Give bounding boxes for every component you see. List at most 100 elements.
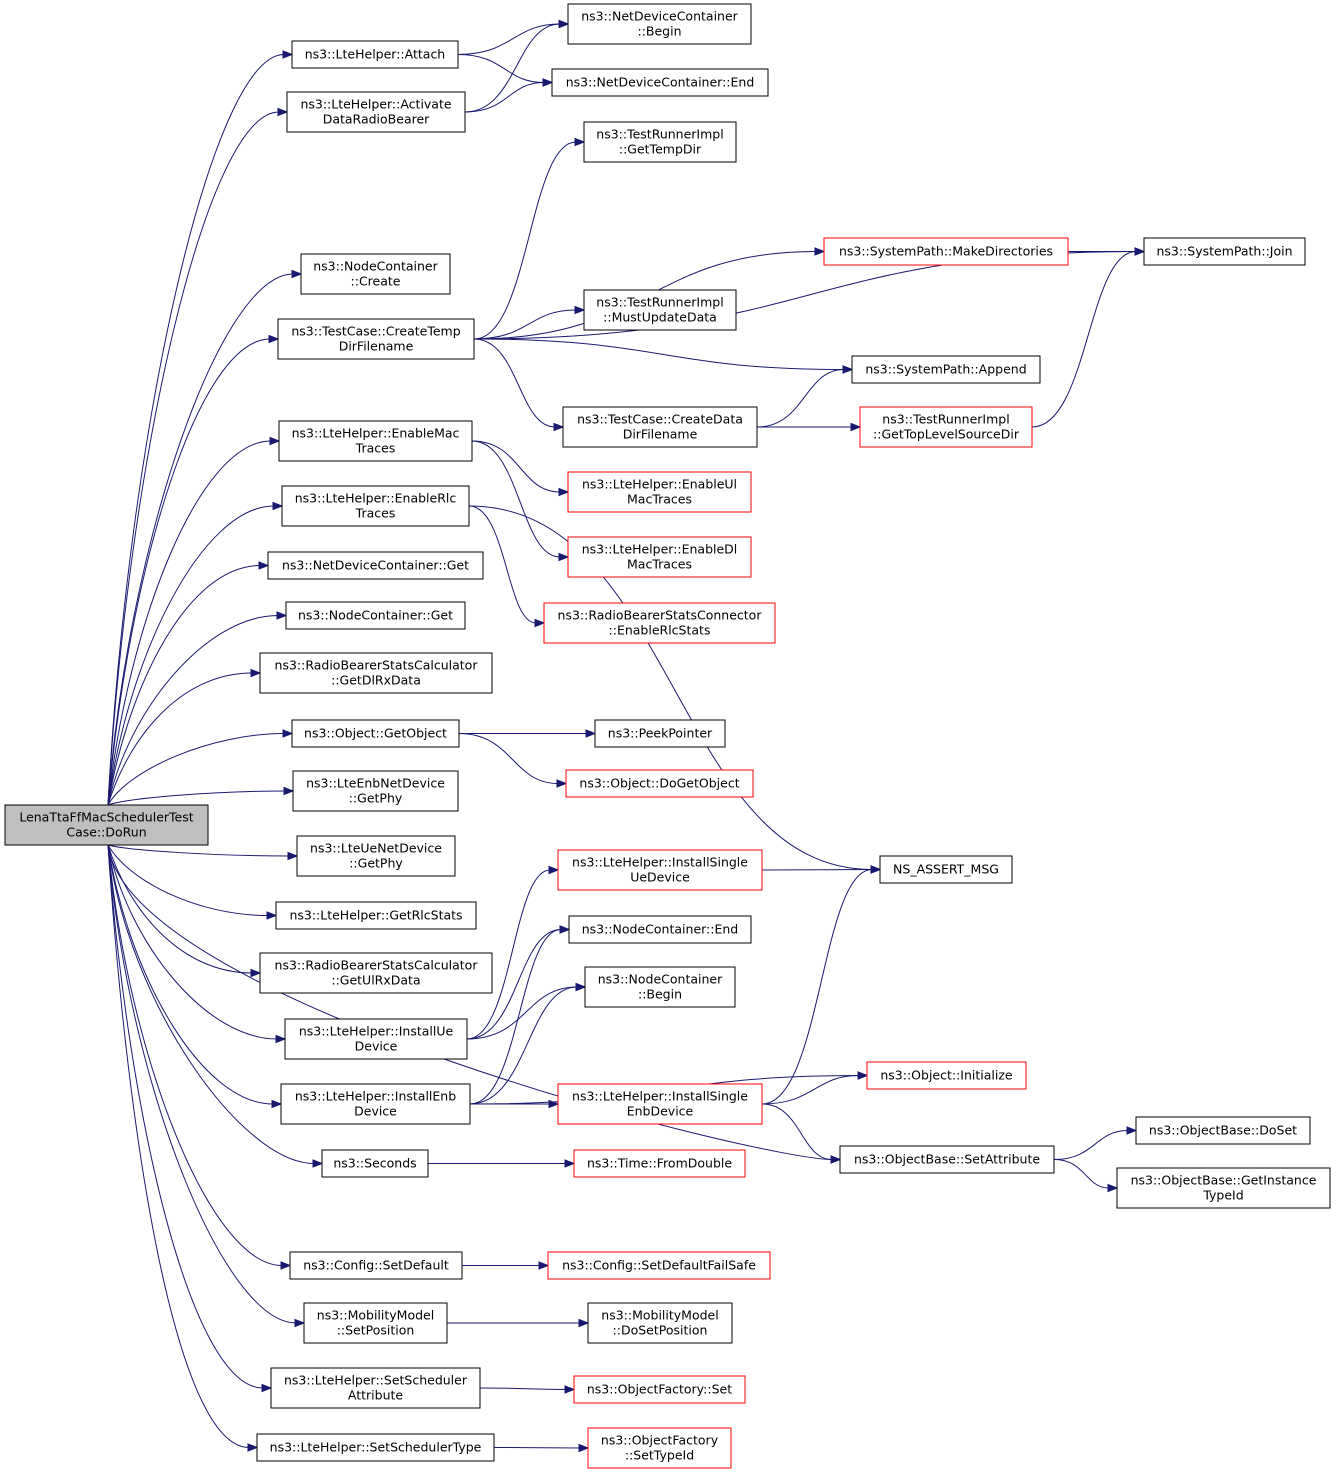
arrowhead (282, 50, 294, 59)
arrowhead (585, 729, 597, 738)
edge-dorun-to-attach (107, 54, 285, 806)
node-mm-setpos[interactable]: ns3::MobilityModel::SetPosition (303, 1302, 448, 1344)
node-label: ns3::LteHelper::InstallEnb (295, 1089, 456, 1104)
node-cfg-failsafe[interactable]: ns3::Config::SetDefaultFailSafe (547, 1251, 771, 1280)
node-of-settypeid[interactable]: ns3::ObjectFactory::SetTypeId (587, 1427, 732, 1469)
edge-dorun-to-cfg-setdefault (107, 844, 283, 1266)
node-tri-gettempdir[interactable]: ns3::TestRunnerImpl::GetTempDir (583, 121, 737, 163)
node-label: DirFilename (339, 339, 414, 354)
node-nc-create[interactable]: ns3::NodeContainer::Create (300, 253, 451, 295)
node-label: Device (354, 1104, 397, 1119)
node-sp-append[interactable]: ns3::SystemPath::Append (851, 355, 1041, 384)
node-label: ns3::TestCase::CreateTemp (291, 324, 460, 339)
node-time-fromdouble[interactable]: ns3::Time::FromDouble (573, 1149, 746, 1178)
node-label: MacTraces (627, 492, 692, 507)
node-box (587, 1427, 732, 1469)
node-ndc-get[interactable]: ns3::NetDeviceContainer::Get (267, 551, 484, 580)
node-ndc-end[interactable]: ns3::NetDeviceContainer::End (551, 68, 769, 97)
node-tri-gettop[interactable]: ns3::TestRunnerImpl::GetTopLevelSourceDi… (859, 406, 1033, 448)
node-box (4, 804, 209, 846)
node-cfg-setdefault[interactable]: ns3::Config::SetDefault (289, 1251, 463, 1280)
arrowhead (553, 422, 565, 432)
node-box (839, 1145, 1055, 1174)
node-label: ns3::NetDeviceContainer::End (566, 75, 755, 90)
node-dogetobject[interactable]: ns3::Object::DoGetObject (565, 769, 754, 798)
node-label: ns3::LteHelper::SetSchedulerType (270, 1440, 482, 1455)
node-box (1116, 1167, 1331, 1209)
node-box (587, 1302, 733, 1344)
edge-dorun-to-activate (107, 111, 280, 806)
node-set-sched-type[interactable]: ns3::LteHelper::SetSchedulerType (256, 1433, 495, 1462)
node-getobject[interactable]: ns3::Object::GetObject (291, 719, 460, 748)
edge-activate-to-ndc-begin (464, 23, 561, 113)
node-mm-dosetpos[interactable]: ns3::MobilityModel::DoSetPosition (587, 1302, 733, 1344)
arrowhead (558, 487, 570, 497)
edge-en-mac-to-en-ul-mac (471, 440, 561, 493)
node-label: TypeId (1202, 1188, 1243, 1203)
node-box (567, 471, 752, 513)
node-tri-mustupdate[interactable]: ns3::TestRunnerImpl::MustUpdateData (583, 289, 737, 331)
node-label: ns3::LteEnbNetDevice (306, 776, 445, 791)
node-ns-assert[interactable]: NS_ASSERT_MSG (879, 855, 1013, 884)
node-label: ::SetPosition (337, 1323, 415, 1338)
arrowhead (250, 968, 262, 978)
node-box (1143, 237, 1306, 266)
node-box (303, 1302, 448, 1344)
node-label: ns3::TestRunnerImpl (596, 127, 723, 142)
node-label: EnbDevice (627, 1104, 694, 1119)
node-seconds[interactable]: ns3::Seconds (321, 1149, 429, 1178)
node-rbsc-dl[interactable]: ns3::RadioBearerStatsCalculator::GetDlRx… (259, 652, 493, 694)
node-ue-getphy[interactable]: ns3::LteUeNetDevice::GetPhy (296, 835, 456, 877)
arrowhead (282, 729, 294, 738)
node-obj-init[interactable]: ns3::Object::Initialize (866, 1061, 1027, 1090)
arrowhead (842, 365, 854, 374)
node-nc-end[interactable]: ns3::NodeContainer::End (568, 915, 752, 944)
node-of-set[interactable]: ns3::ObjectFactory::Set (573, 1375, 746, 1404)
node-label: NS_ASSERT_MSG (893, 862, 999, 877)
node-ob-doset[interactable]: ns3::ObjectBase::DoSet (1135, 1116, 1311, 1145)
node-rbsconn[interactable]: ns3::RadioBearerStatsConnector::EnableRl… (543, 602, 776, 644)
node-ob-setattr[interactable]: ns3::ObjectBase::SetAttribute (839, 1145, 1055, 1174)
edge-dorun-to-install-ue (107, 844, 278, 1040)
node-ndc-begin[interactable]: ns3::NetDeviceContainer::Begin (567, 3, 752, 45)
node-label: ns3::LteHelper::EnableUl (582, 477, 737, 492)
node-label: ns3::Config::SetDefault (303, 1258, 449, 1273)
node-label: UeDevice (630, 870, 690, 885)
arrowhead (574, 137, 586, 147)
arrowhead (1134, 247, 1146, 256)
node-enb-getphy[interactable]: ns3::LteEnbNetDevice::GetPhy (292, 770, 459, 812)
edge-dorun-to-nc-create (107, 273, 294, 806)
node-peekpointer[interactable]: ns3::PeekPointer (594, 719, 726, 748)
edge-tc-ctdf-to-tri-mustupdate (473, 309, 577, 340)
edge-dorun-to-install-enb (107, 844, 274, 1105)
node-attach[interactable]: ns3::LteHelper::Attach (291, 40, 459, 69)
node-box (277, 318, 475, 360)
node-label: Traces (355, 506, 396, 521)
node-rbsc-ul[interactable]: ns3::RadioBearerStatsCalculator::GetUlRx… (259, 952, 493, 994)
arrowhead (268, 334, 280, 344)
node-sp-join[interactable]: ns3::SystemPath::Join (1143, 237, 1306, 266)
arrowhead (280, 1261, 292, 1270)
node-sp-makedirs[interactable]: ns3::SystemPath::MakeDirectories (823, 237, 1069, 266)
node-label: ns3::NodeContainer::End (582, 922, 738, 937)
node-getrlcstats[interactable]: ns3::LteHelper::GetRlcStats (275, 901, 477, 930)
node-nc-begin[interactable]: ns3::NodeContainer::Begin (584, 966, 736, 1008)
node-label: ns3::Time::FromDouble (587, 1156, 732, 1171)
node-label: ns3::ObjectFactory (601, 1433, 719, 1448)
node-nc-get[interactable]: ns3::NodeContainer::Get (285, 601, 466, 630)
node-label: Attribute (348, 1388, 404, 1403)
